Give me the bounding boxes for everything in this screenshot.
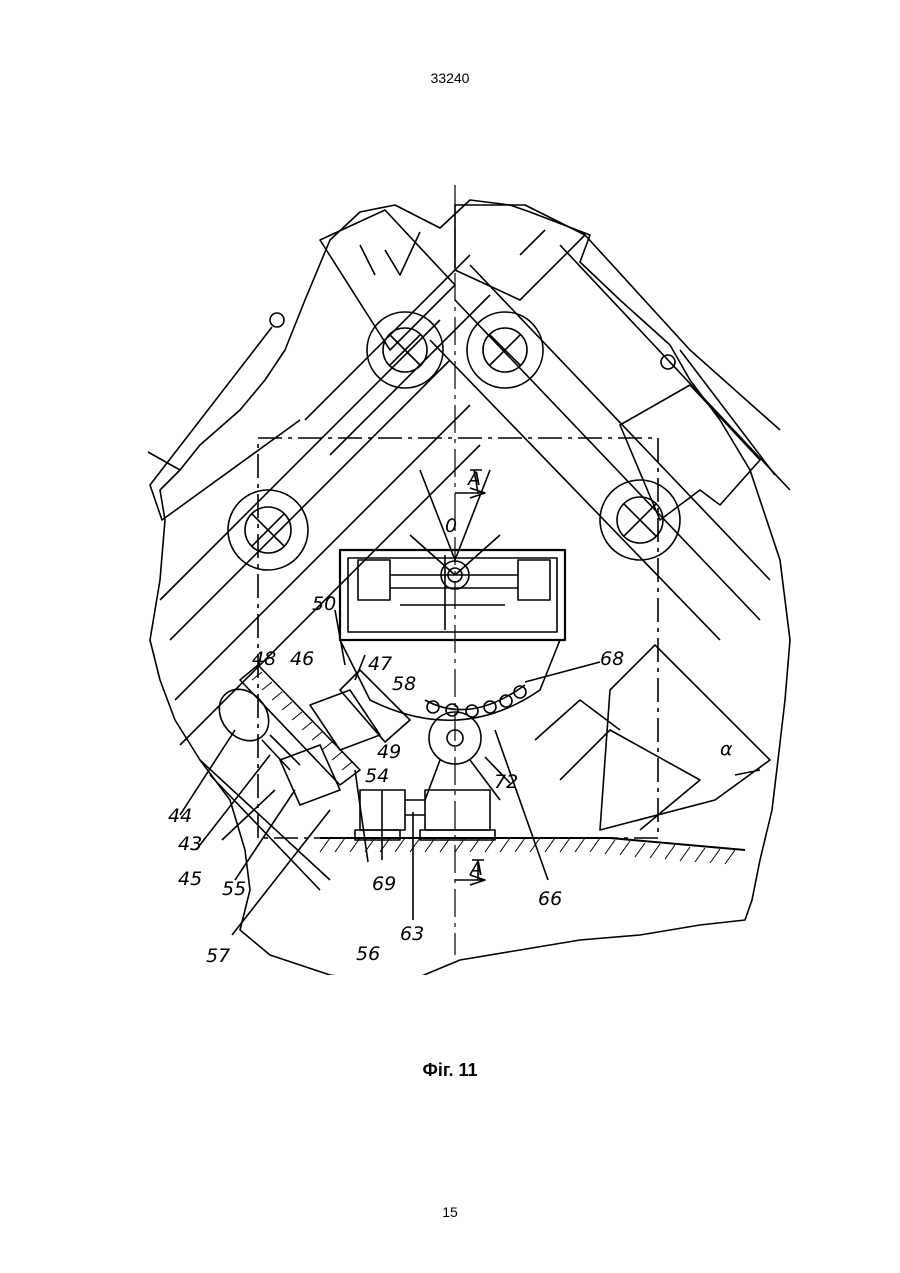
label-50: 50 [312,593,336,615]
technical-drawing: 1 0 50 48 46 47 58 68 49 54 72 44 43 45 … [140,185,800,975]
label-55: 55 [222,878,246,900]
top-block-left [320,210,455,350]
label-43: 43 [178,833,202,855]
section-label-bottom: А [468,858,483,880]
figure-caption: Фіг. 11 [0,1060,900,1081]
label-72: 72 [494,771,518,793]
document-number: 33240 [0,70,900,86]
label-68: 68 [600,648,624,670]
label-56: 56 [356,943,380,965]
label-46: 46 [290,648,314,670]
label-47: 47 [368,653,392,675]
label-49: 49 [377,741,401,763]
label-58: 58 [392,673,416,695]
label-48: 48 [252,648,276,670]
top-block-right [455,205,585,300]
label-66: 66 [538,888,562,910]
label-54: 54 [365,765,389,787]
label-0: 0 [445,515,457,537]
label-44: 44 [168,805,192,827]
label-69: 69 [372,873,396,895]
label-45: 45 [178,868,202,890]
section-label-top: А [466,468,481,490]
drawing-svg: 1 0 50 48 46 47 58 68 49 54 72 44 43 45 … [140,185,800,975]
label-63: 63 [400,923,424,945]
label-57: 57 [206,945,230,967]
page-number: 15 [0,1204,900,1220]
label-alpha: α [720,738,733,760]
